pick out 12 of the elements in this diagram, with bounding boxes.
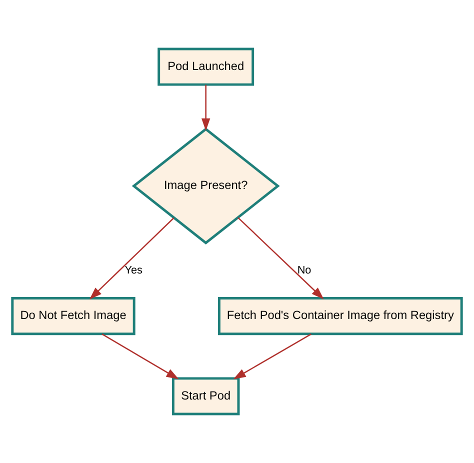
node-box: Fetch Pod's Container Image from Registry [218, 297, 463, 336]
node-box: Pod Launched [158, 48, 254, 86]
arrow [89, 218, 174, 300]
arrow [201, 84, 210, 131]
edge-label: No [297, 264, 312, 276]
node-box: Start Pod [172, 377, 240, 416]
arrow [102, 333, 179, 380]
arrow [238, 217, 324, 300]
arrow [233, 333, 312, 380]
node-diamond: Image Present? [132, 128, 280, 244]
node-box: Do Not Fetch Image [11, 297, 136, 336]
edge-label: Yes [124, 264, 142, 276]
